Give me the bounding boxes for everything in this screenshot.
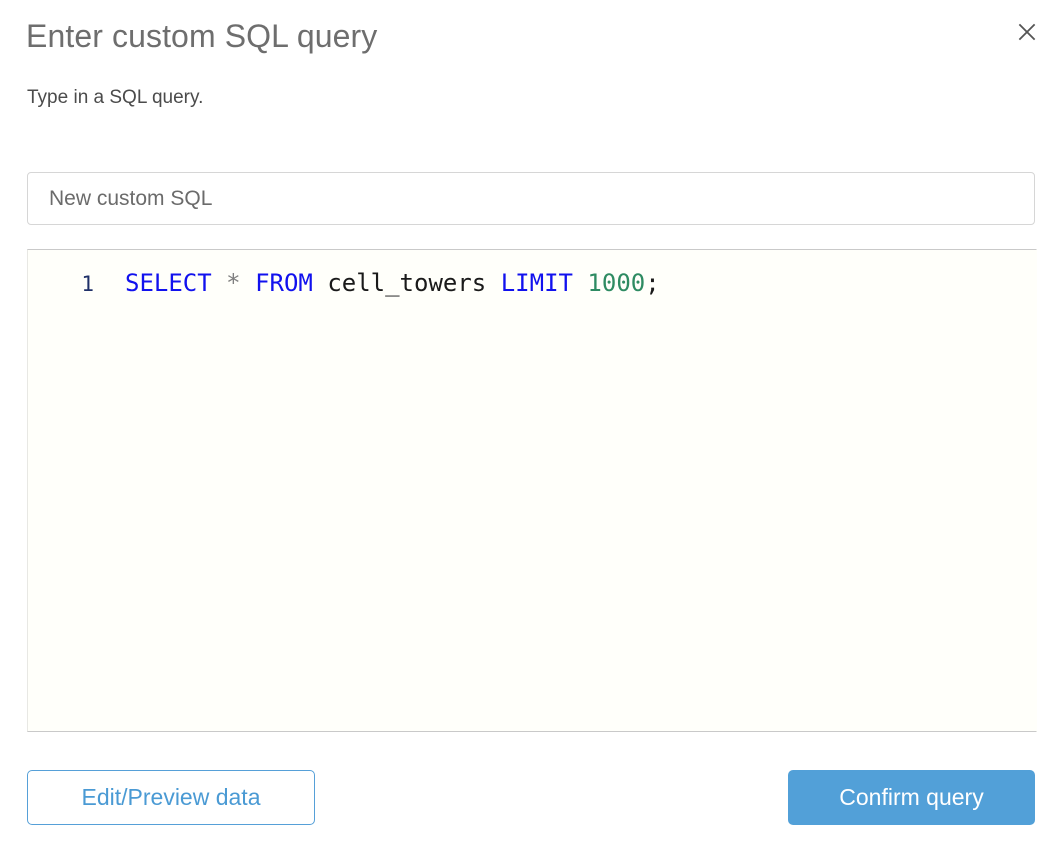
query-name-field-wrapper <box>27 172 1035 225</box>
sql-token-semicolon: ; <box>645 269 660 297</box>
page-title: Enter custom SQL query <box>26 18 378 54</box>
dialog-subtitle: Type in a SQL query. <box>27 87 204 108</box>
code-line: 1 SELECT * FROM cell_towers LIMIT 1000; <box>28 250 1036 299</box>
sql-token-space <box>313 269 327 297</box>
close-icon <box>1017 22 1037 42</box>
sql-token-space <box>241 269 255 297</box>
sql-token-limit-value: 1000 <box>587 269 646 297</box>
sql-token-star: * <box>226 269 241 297</box>
sql-token-table-name: cell_towers <box>327 269 487 297</box>
line-number-gutter: 1 <box>81 272 94 296</box>
close-button[interactable] <box>1011 16 1043 48</box>
code-content: SELECT * FROM cell_towers LIMIT 1000; <box>94 268 660 298</box>
sql-token-space <box>486 269 500 297</box>
sql-token-from: FROM <box>255 269 313 297</box>
sql-token-space <box>212 269 226 297</box>
sql-token-limit: LIMIT <box>500 269 573 297</box>
confirm-query-label: Confirm query <box>839 784 984 810</box>
query-name-input[interactable] <box>27 172 1035 225</box>
sql-token-select: SELECT <box>125 269 212 297</box>
edit-preview-data-button[interactable]: Edit/Preview data <box>27 770 315 825</box>
sql-token-space <box>573 269 587 297</box>
sql-editor[interactable]: 1 SELECT * FROM cell_towers LIMIT 1000; <box>27 249 1037 732</box>
confirm-query-button[interactable]: Confirm query <box>788 770 1035 825</box>
edit-preview-data-label: Edit/Preview data <box>81 784 261 810</box>
